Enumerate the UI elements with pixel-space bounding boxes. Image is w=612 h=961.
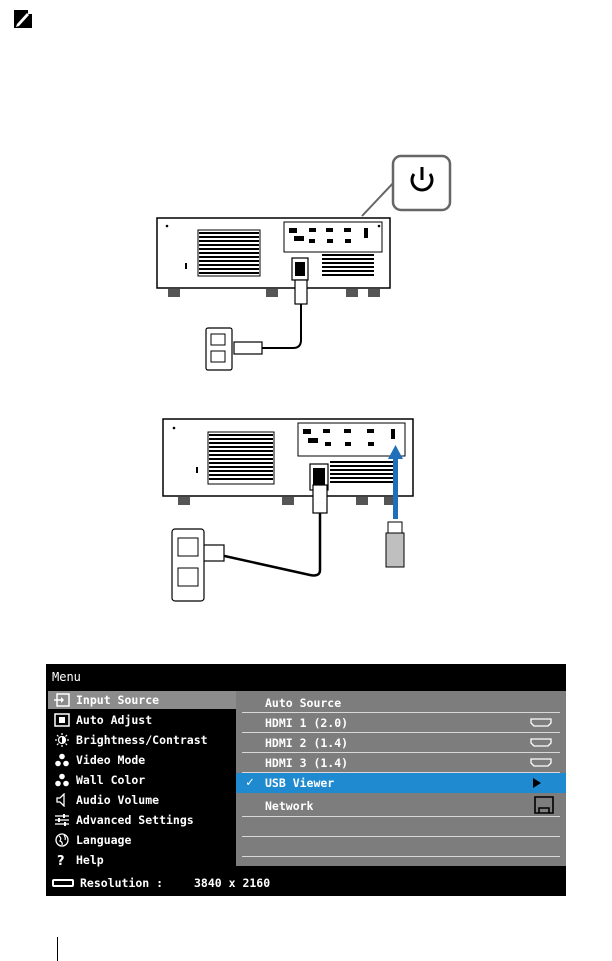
- page-margin-rule: [57, 937, 58, 961]
- source-option-hdmi-1[interactable]: HDMI 1 (2.0): [236, 713, 566, 733]
- power-cord: [194, 485, 327, 575]
- menu-item-input-source[interactable]: Input Source: [48, 691, 236, 709]
- video-mode-icon: [54, 753, 70, 767]
- osd-menu: Menu Input Source Auto Adjust: [46, 664, 566, 896]
- hdmi-port-icon: [530, 758, 552, 767]
- input-source-panel: Auto Source HDMI 1 (2.0) HDMI 2 (1.4) HD…: [236, 691, 566, 866]
- input-source-icon: [54, 693, 70, 707]
- check-icon: ✓: [246, 775, 254, 790]
- play-arrow-icon: [532, 778, 542, 788]
- speaker-icon: [54, 793, 70, 807]
- svg-text:?: ?: [57, 854, 65, 867]
- menu-item-label: Wall Color: [76, 771, 145, 789]
- menu-item-advanced-settings[interactable]: Advanced Settings: [48, 811, 236, 829]
- source-option-empty: [236, 837, 566, 857]
- usb-drive: [386, 522, 404, 567]
- source-option-hdmi-2[interactable]: HDMI 2 (1.4): [236, 733, 566, 753]
- menu-item-language[interactable]: Language: [48, 831, 236, 849]
- hdmi-port-icon: [530, 718, 552, 727]
- source-label: HDMI 1 (2.0): [265, 716, 348, 730]
- menu-item-label: Audio Volume: [76, 791, 159, 809]
- resolution-label: Resolution :: [80, 876, 163, 890]
- wall-outlet: [172, 529, 204, 601]
- menu-item-label: Advanced Settings: [76, 811, 194, 829]
- resolution-icon: [52, 879, 74, 887]
- projector-power-diagram: [150, 150, 480, 380]
- menu-item-auto-adjust[interactable]: Auto Adjust: [48, 711, 236, 729]
- menu-item-label: Input Source: [76, 691, 159, 709]
- projector-usb-diagram: [150, 405, 440, 610]
- projector: [157, 218, 390, 297]
- menu-item-help[interactable]: ? Help: [48, 851, 236, 869]
- source-label: Network: [265, 799, 313, 813]
- menu-title: Menu: [52, 666, 81, 688]
- wall-color-icon: [54, 773, 70, 787]
- menu-item-label: Auto Adjust: [76, 711, 152, 729]
- source-option-usb-viewer[interactable]: ✓ USB Viewer: [236, 773, 566, 793]
- resolution-value: 3840 x 2160: [194, 876, 270, 890]
- sliders-icon: [54, 813, 70, 827]
- menu-item-label: Help: [76, 851, 104, 869]
- projector: [163, 419, 413, 505]
- menu-list: Input Source Auto Adjust Brightness/Cont…: [48, 691, 236, 865]
- power-button-callout: [362, 156, 450, 216]
- source-option-hdmi-3[interactable]: HDMI 3 (1.4): [236, 753, 566, 773]
- source-label: Auto Source: [265, 696, 341, 710]
- menu-item-audio-volume[interactable]: Audio Volume: [48, 791, 236, 809]
- note-pencil-icon: [12, 8, 34, 30]
- globe-icon: [54, 833, 70, 847]
- menu-item-brightness-contrast[interactable]: Brightness/Contrast: [48, 731, 236, 749]
- menu-item-wall-color[interactable]: Wall Color: [48, 771, 236, 789]
- source-option-empty: [236, 817, 566, 837]
- menu-item-label: Video Mode: [76, 751, 145, 769]
- question-icon: ?: [54, 853, 70, 867]
- wall-outlet: [206, 328, 232, 370]
- menu-item-label: Language: [76, 831, 131, 849]
- auto-adjust-icon: [54, 713, 70, 727]
- hdmi-port-icon: [530, 738, 552, 747]
- source-label: USB Viewer: [265, 776, 334, 790]
- network-port-icon: [534, 796, 554, 814]
- source-label: HDMI 2 (1.4): [265, 736, 348, 750]
- source-label: HDMI 3 (1.4): [265, 756, 348, 770]
- resolution-bar: Resolution : 3840 x 2160: [46, 871, 566, 896]
- menu-item-label: Brightness/Contrast: [76, 731, 208, 749]
- menu-item-video-mode[interactable]: Video Mode: [48, 751, 236, 769]
- source-option-auto-source[interactable]: Auto Source: [236, 693, 566, 713]
- brightness-icon: [54, 733, 70, 747]
- source-option-network[interactable]: Network: [236, 793, 566, 817]
